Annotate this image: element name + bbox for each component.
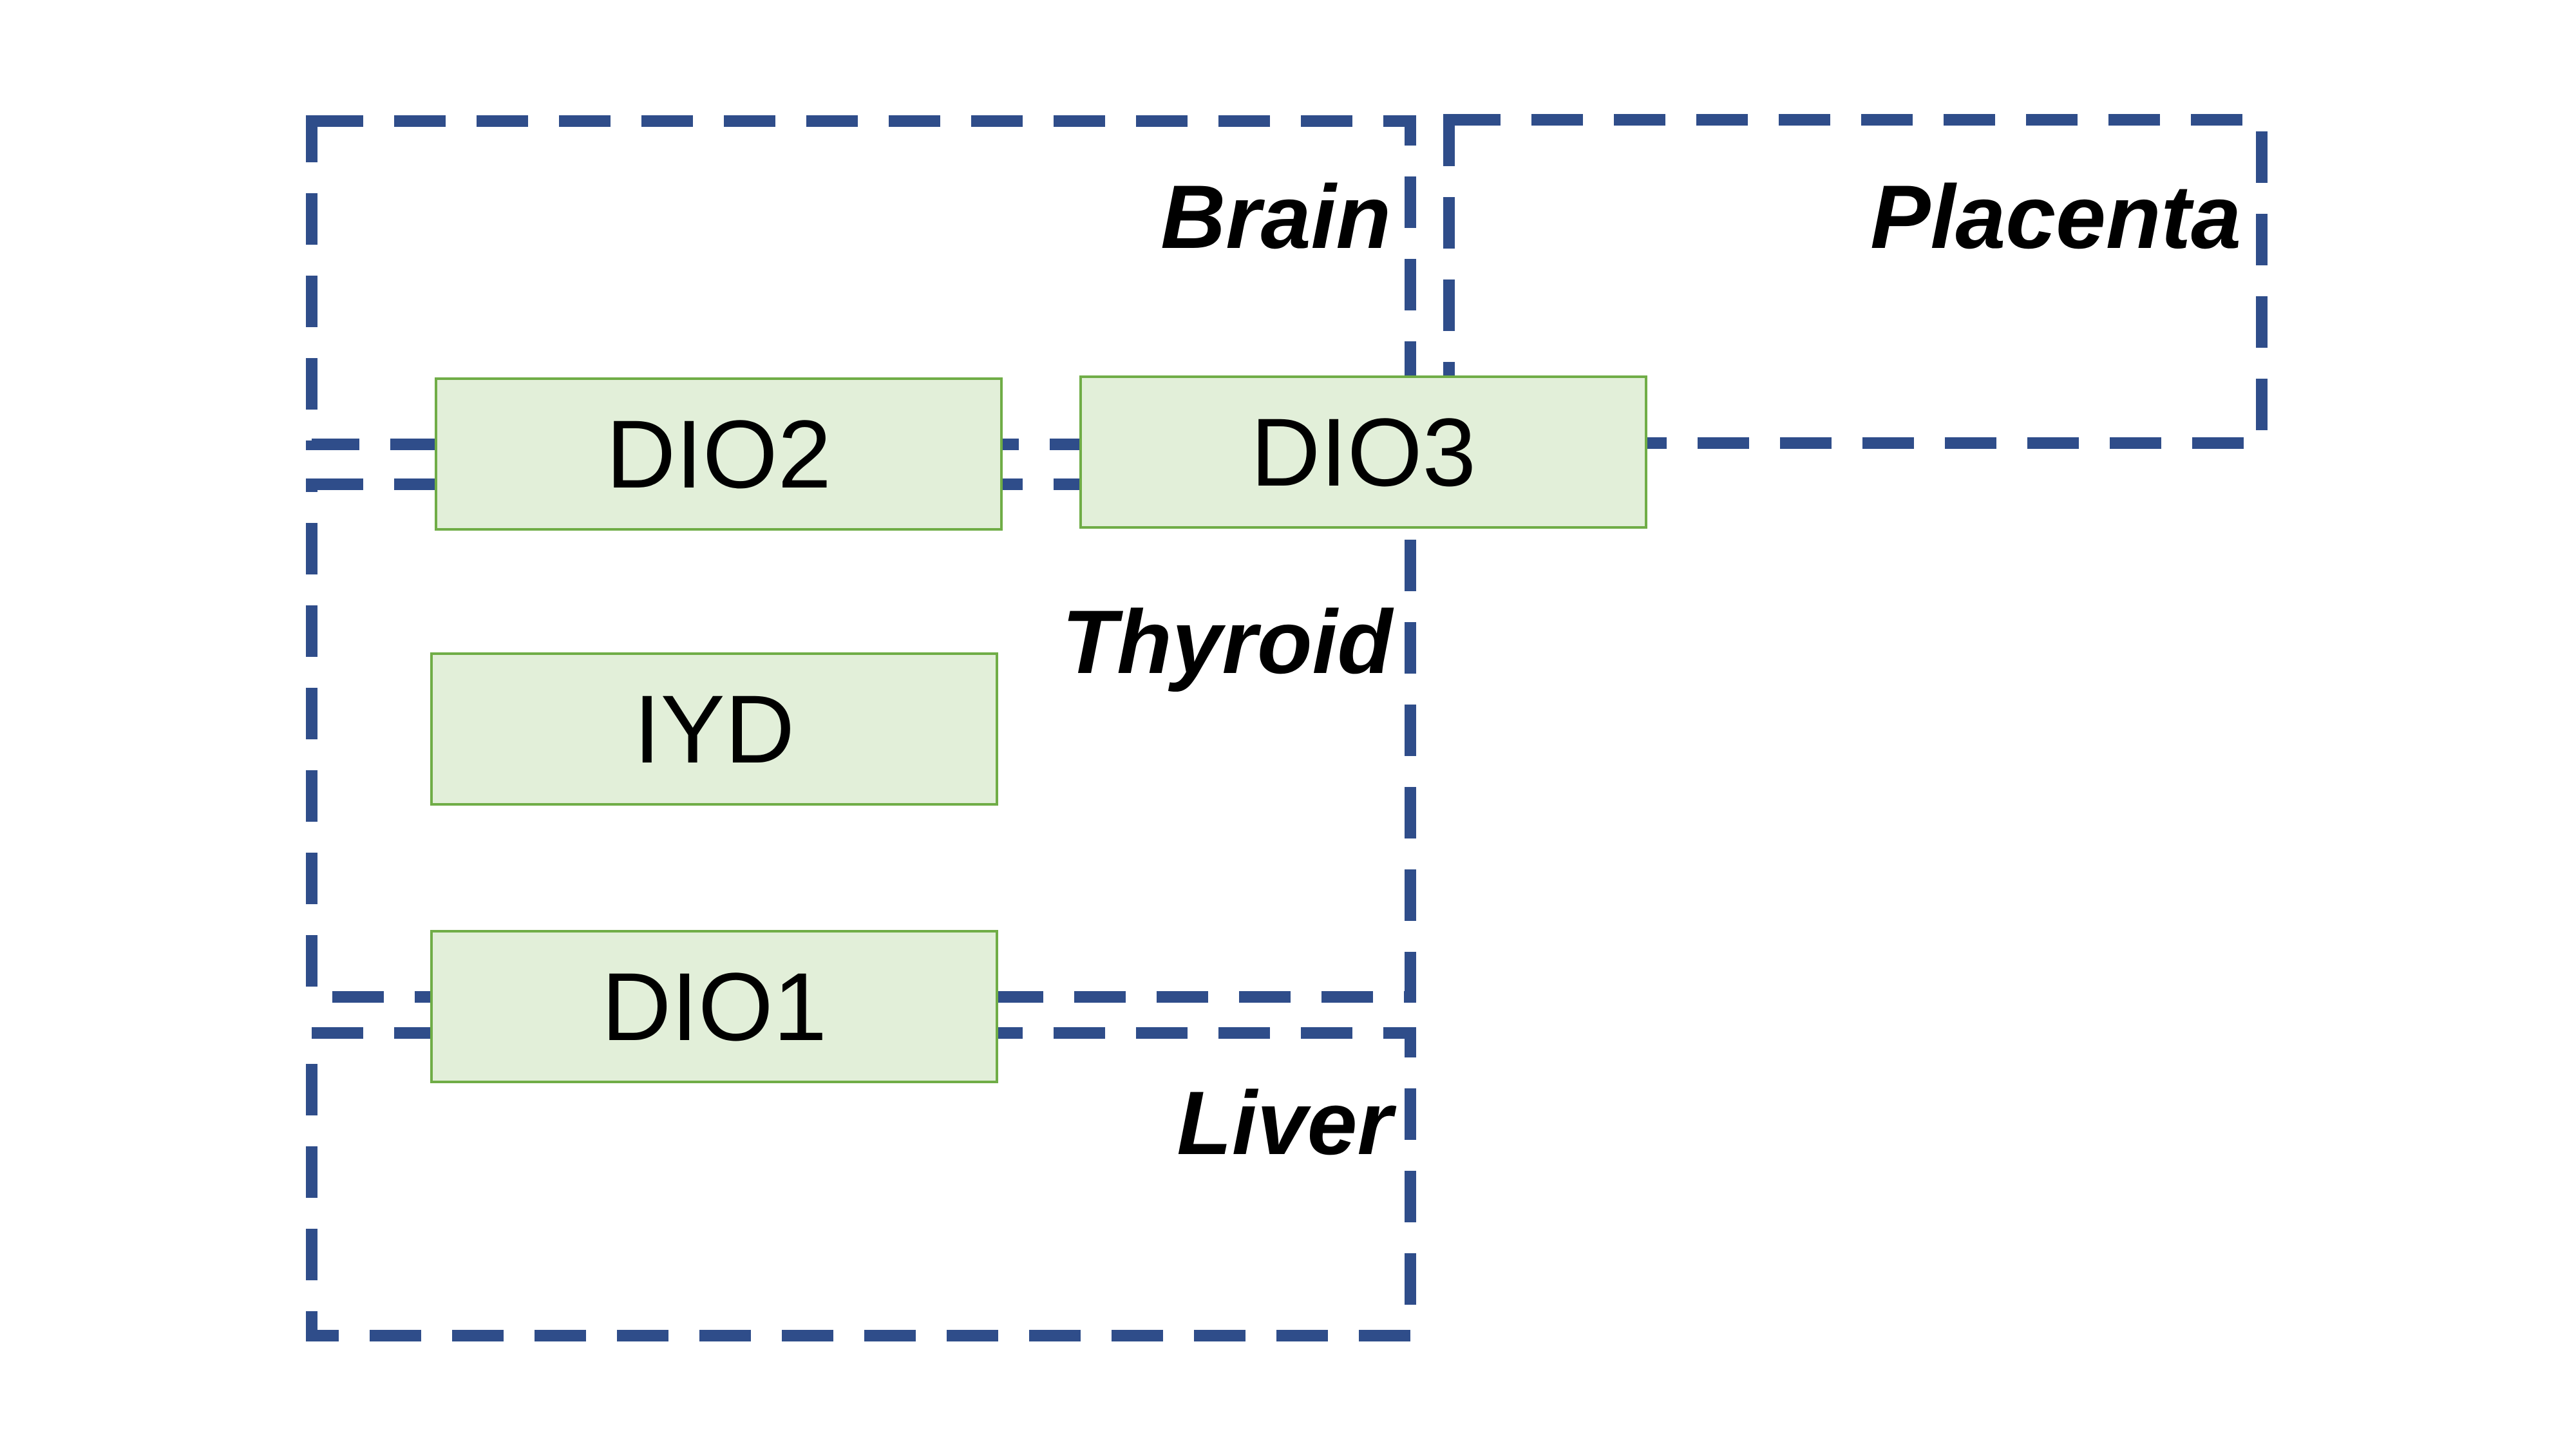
liver-region-box [306,1027,1416,1341]
dio3-box [1079,375,1647,529]
brain-region-box [306,115,1416,450]
iyd-node: IYD [430,652,998,806]
placenta-region-box [1443,114,2268,449]
iyd-box [430,652,998,806]
dio1-box [430,930,998,1083]
thyroid-label: Thyroid [1062,591,1394,692]
dio3-node: DIO3 [1079,375,1647,529]
dio1-node: DIO1 [430,930,998,1083]
dio2-label: DIO2 [606,400,831,508]
brain-label: Brain [1160,166,1391,267]
placenta-label: Placenta [1870,166,2241,267]
dio2-box [435,377,1003,531]
liver-label: Liver [1177,1072,1396,1173]
iyd-label: IYD [634,675,795,783]
dio3-label: DIO3 [1251,398,1476,506]
dio2-node: DIO2 [435,377,1003,531]
dio1-label: DIO1 [601,952,827,1061]
